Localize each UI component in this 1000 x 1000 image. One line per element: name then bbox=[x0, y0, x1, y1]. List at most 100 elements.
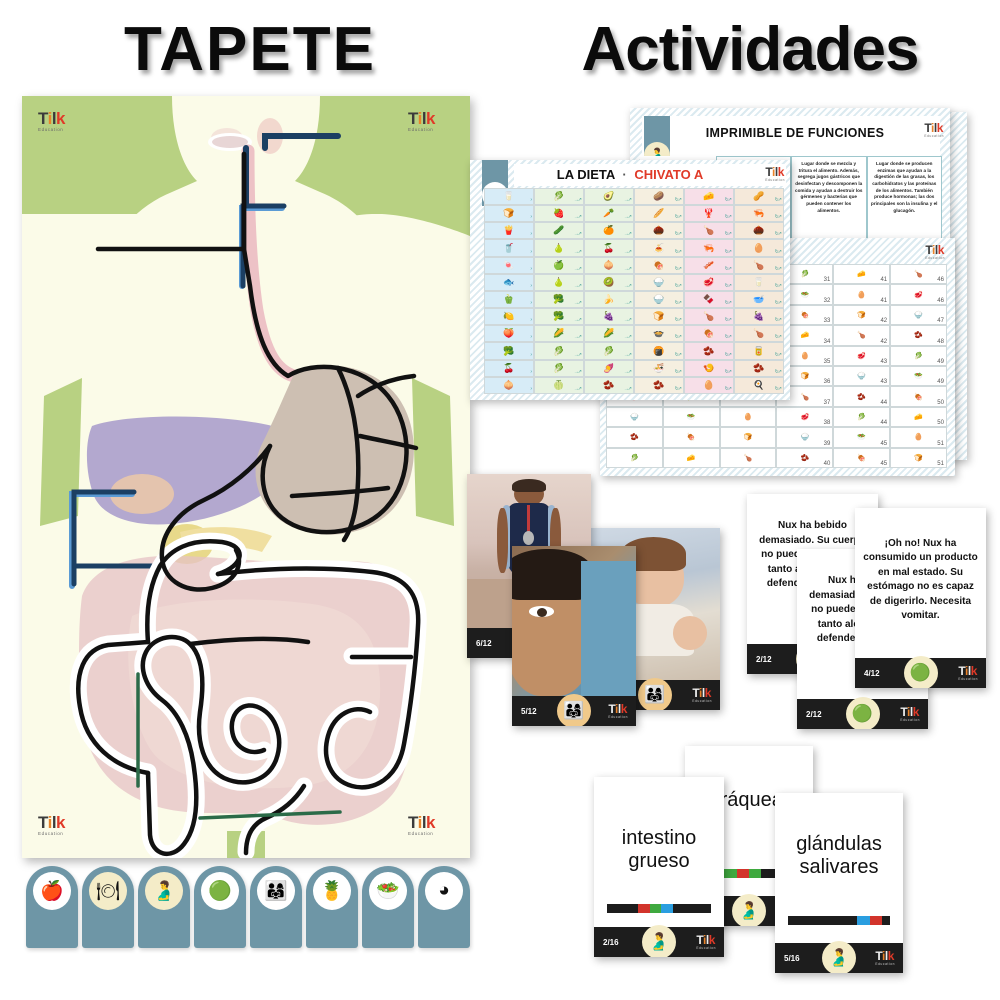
dieta-cell[interactable]: 🌰↻↗ bbox=[634, 222, 684, 240]
dieta-cell[interactable]: 🐟› bbox=[484, 273, 534, 291]
dieta-cell[interactable]: 🍚↻↗ bbox=[634, 273, 684, 291]
alimento-cell[interactable]: 🍚47 bbox=[890, 304, 947, 326]
alimento-cell[interactable]: 🍖50 bbox=[890, 386, 947, 407]
dieta-cell[interactable]: 🥔↻↗ bbox=[634, 188, 684, 206]
alimento-cell[interactable]: 🍗42 bbox=[833, 325, 891, 346]
dieta-cell[interactable]: 🍜↻↗ bbox=[634, 359, 684, 377]
dieta-cell[interactable]: 🥕→↗ bbox=[584, 205, 634, 223]
dieta-cell[interactable]: 🍝↻↗ bbox=[634, 239, 684, 257]
alimento-cell[interactable]: 🍗46 bbox=[890, 264, 947, 285]
dieta-cell[interactable]: 🧅→↗ bbox=[584, 256, 634, 274]
alimento-cell[interactable]: 🍖 bbox=[662, 427, 720, 448]
dieta-cell[interactable]: 🥦→↗ bbox=[534, 308, 584, 326]
alimento-cell[interactable]: 🥗45 bbox=[833, 427, 891, 448]
dieta-cell[interactable]: 🍘↻↗ bbox=[634, 342, 684, 360]
alimento-cell[interactable]: 🫘40 bbox=[776, 447, 834, 468]
alimento-cell[interactable]: 🥗 bbox=[662, 406, 720, 428]
dieta-cell[interactable]: 🍠→↗ bbox=[584, 359, 634, 377]
alimento-cell[interactable]: 🧀50 bbox=[890, 406, 947, 428]
alimento-cell[interactable]: 🍚39 bbox=[776, 427, 834, 448]
dieta-cell[interactable]: 🍞› bbox=[484, 205, 534, 223]
alimento-cell[interactable]: 🍚43 bbox=[833, 365, 891, 387]
alimento-cell[interactable]: 🍞42 bbox=[833, 304, 891, 326]
dieta-cell[interactable]: 🥜↻↗ bbox=[734, 188, 784, 206]
dieta-cell[interactable]: 🍳↻↗ bbox=[734, 376, 784, 394]
alimento-cell[interactable]: 🥬49 bbox=[890, 345, 947, 366]
dieta-cell[interactable]: 🧅› bbox=[484, 376, 534, 394]
dieta-cell[interactable]: 🥛↻↗ bbox=[734, 273, 784, 291]
dieta-cell[interactable]: 🥚↻↗ bbox=[684, 376, 734, 394]
dieta-cell[interactable]: 🍗↻↗ bbox=[684, 222, 734, 240]
dieta-cell[interactable]: 🍌→↗ bbox=[584, 290, 634, 309]
alimento-cell[interactable]: 🍖45 bbox=[833, 447, 891, 468]
dieta-cell[interactable]: 🍐→↗ bbox=[534, 273, 584, 291]
dieta-cell[interactable]: 🍊→↗ bbox=[584, 222, 634, 240]
dieta-cell[interactable]: 🌰↻↗ bbox=[734, 222, 784, 240]
category-tab-family[interactable]: 👨‍👩‍👧 bbox=[250, 866, 302, 948]
alimento-cell[interactable]: 🥚 bbox=[719, 406, 777, 428]
dieta-cell[interactable]: 🥚↻↗ bbox=[734, 239, 784, 257]
dieta-cell[interactable]: 🥛› bbox=[484, 188, 534, 206]
category-tab-food-wheel[interactable]: ◕ bbox=[418, 866, 470, 948]
alimento-cell[interactable]: 🫘44 bbox=[833, 386, 891, 407]
alimento-cell[interactable]: 🥩46 bbox=[890, 284, 947, 305]
category-tab-plate-of-food[interactable]: 🍽 bbox=[82, 866, 134, 948]
dieta-cell[interactable]: 🫘↻↗ bbox=[684, 342, 734, 360]
alimento-cell[interactable]: 🍞 bbox=[719, 427, 777, 448]
dieta-cell[interactable]: 🍒→↗ bbox=[584, 239, 634, 257]
dieta-cell[interactable]: 🥩↻↗ bbox=[684, 273, 734, 291]
alimento-cell[interactable]: 🍞51 bbox=[890, 447, 947, 468]
alimento-cell[interactable]: 🫘48 bbox=[890, 325, 947, 346]
dieta-cell[interactable]: 🍒› bbox=[484, 359, 534, 377]
dieta-cell[interactable]: 🍏→↗ bbox=[534, 256, 584, 274]
alimento-cell[interactable]: 🧀41 bbox=[833, 264, 891, 285]
text-card-spoiled[interactable]: ¡Oh no! Nux ha consumido un producto en … bbox=[855, 508, 986, 688]
dieta-cell[interactable]: 🍖↻↗ bbox=[634, 256, 684, 274]
category-tab-apple[interactable]: 🍎 bbox=[26, 866, 78, 948]
dieta-cell[interactable]: 🍗↻↗ bbox=[734, 256, 784, 274]
dieta-cell[interactable]: 🍫↻↗ bbox=[684, 290, 734, 309]
dieta-cell[interactable]: 🥒→↗ bbox=[534, 222, 584, 240]
category-tab-fruits[interactable]: 🍍 bbox=[306, 866, 358, 948]
dieta-cell[interactable]: 🍤↻↗ bbox=[684, 359, 734, 377]
dieta-cell[interactable]: 🥣↻↗ bbox=[734, 290, 784, 309]
dieta-cell[interactable]: 🍞↻↗ bbox=[634, 308, 684, 326]
dieta-cell[interactable]: 🥬→↗ bbox=[584, 342, 634, 360]
category-tab-strip[interactable]: 🍎🍽🫃🟢👨‍👩‍👧🍍🥗◕ bbox=[26, 866, 470, 948]
dieta-cell[interactable]: 🍇↻↗ bbox=[734, 308, 784, 326]
dieta-cell[interactable]: 🍋› bbox=[484, 308, 534, 326]
dieta-cell[interactable]: 🌽→↗ bbox=[534, 325, 584, 343]
dieta-cell[interactable]: 🥬→↗ bbox=[534, 188, 584, 206]
dieta-cell[interactable]: 🫑› bbox=[484, 290, 534, 309]
dieta-cell[interactable]: 🥤› bbox=[484, 239, 534, 257]
alimento-cell[interactable]: 🥩38 bbox=[776, 406, 834, 428]
dieta-cell[interactable]: 🍖↻↗ bbox=[684, 325, 734, 343]
alimento-cell[interactable]: 🥬44 bbox=[833, 406, 891, 428]
dieta-cell[interactable]: 🦞↻↗ bbox=[684, 205, 734, 223]
dieta-cell[interactable]: 🍑› bbox=[484, 325, 534, 343]
alimento-cell[interactable]: 🥚41 bbox=[833, 284, 891, 305]
dieta-cell[interactable]: 🦐↻↗ bbox=[684, 239, 734, 257]
dieta-cell[interactable]: 🥫↻↗ bbox=[734, 342, 784, 360]
dieta-cell[interactable]: 🫘↻↗ bbox=[734, 359, 784, 377]
dieta-cell[interactable]: 🥬→↗ bbox=[534, 359, 584, 377]
dieta-cell[interactable]: 🫘↻↗ bbox=[634, 376, 684, 394]
dieta-cell[interactable]: 🍗↻↗ bbox=[734, 325, 784, 343]
dieta-cell[interactable]: 🥑→↗ bbox=[584, 188, 634, 206]
dieta-cell[interactable]: 🥖↻↗ bbox=[634, 205, 684, 223]
alimento-cell[interactable]: 🧀 bbox=[662, 447, 720, 468]
category-tab-green-character[interactable]: 🟢 bbox=[194, 866, 246, 948]
dieta-cell[interactable]: 🍬› bbox=[484, 256, 534, 274]
category-tab-food-assortment[interactable]: 🥗 bbox=[362, 866, 414, 948]
dieta-cell[interactable]: 🍟› bbox=[484, 222, 534, 240]
dieta-cell[interactable]: 🫘→↗ bbox=[584, 376, 634, 394]
dieta-cell[interactable]: 🥝→↗ bbox=[584, 273, 634, 291]
alimento-cell[interactable]: 🥩43 bbox=[833, 345, 891, 366]
alimento-cell[interactable]: 🥬 bbox=[606, 447, 663, 468]
dieta-cell[interactable]: 🍈→↗ bbox=[534, 376, 584, 394]
